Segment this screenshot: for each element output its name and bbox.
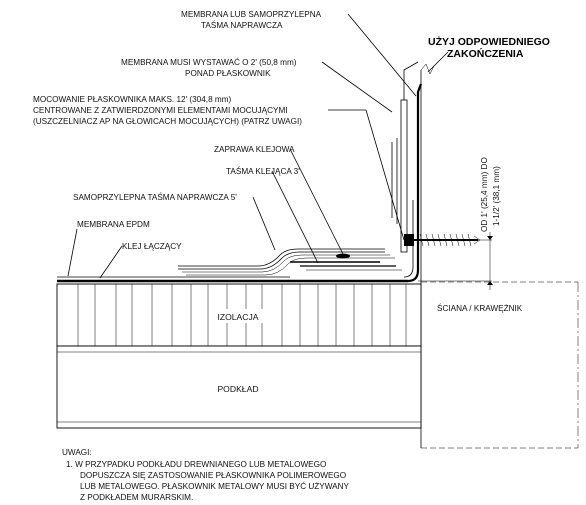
svg-text:(USZCZELNIACZ AP NA GŁOWICACH: (USZCZELNIACZ AP NA GŁOWICACH MOCUJĄCYCH… [33, 117, 302, 126]
wall-curb [420, 63, 579, 449]
svg-text:MEMBRANA MUSI WYSTAWAĆ O 2' (5: MEMBRANA MUSI WYSTAWAĆ O 2' (50,8 mm) [121, 57, 297, 67]
svg-text:PONAD PŁASKOWNIK: PONAD PŁASKOWNIK [185, 69, 271, 78]
termination-title: UŻYJ ODPOWIEDNIEGO ZAKOŃCZENIA [427, 35, 550, 73]
callout-membrane-extend: MEMBRANA MUSI WYSTAWAĆ O 2' (50,8 mm) PO… [121, 57, 393, 113]
callout-membrane-or-tape: MEMBRANA LUB SAMOPRZYLEPNA TAŚMA NAPRAWC… [181, 10, 417, 97]
callout-bar-fastening: MOCOWANIE PŁASKOWNIKA MAKS. 12' (304,8 m… [33, 95, 405, 241]
epdm-membrane [57, 83, 423, 283]
callout-bonding-adhesive: KLEJ ŁĄCZĄCY [99, 242, 182, 279]
callout-peel-stick-tape: SAMOPRZYLEPNA TAŚMA NAPRAWCZA 5' [73, 191, 276, 251]
svg-text:MEMBRANA LUB SAMOPRZYLEPNA: MEMBRANA LUB SAMOPRZYLEPNA [181, 10, 322, 19]
notes: UWAGI: 1. W PRZYPADKU PODKŁADU DREWNIANE… [62, 448, 350, 502]
svg-text:TAŚMA KLEJĄCA 3': TAŚMA KLEJĄCA 3' [226, 165, 300, 176]
note-line: DOPUSZCZA SIĘ ZASTOSOWANIE PŁASKOWNIKA P… [80, 471, 346, 480]
callout-seam-tape: TAŚMA KLEJĄCA 3' [226, 165, 319, 264]
title-line-2: ZAKOŃCZENIA [447, 47, 524, 60]
title-line-1: UŻYJ ODPOWIEDNIEGO [428, 35, 550, 48]
deck: PODKŁAD [56, 345, 422, 429]
insulation-board: IZOLACJA [56, 283, 422, 347]
dimension-callout: OD 1' (25,4 mm) DO 1-1/2' (38,1 mm) [418, 157, 501, 290]
svg-text:KLEJ ŁĄCZĄCY: KLEJ ŁĄCZĄCY [122, 242, 182, 251]
deck-label: PODKŁAD [217, 384, 258, 394]
dimension-line-2: 1-1/2' (38,1 mm) [492, 166, 501, 226]
callout-epdm: MEMBRANA EPDM [67, 220, 150, 277]
dimension-line-1: OD 1' (25,4 mm) DO [480, 157, 489, 232]
callout-lap-sealant: ZAPRAWA KLEJOWA [214, 145, 344, 255]
notes-heading: UWAGI: [62, 448, 92, 457]
peel-and-stick-flashing [178, 248, 402, 276]
note-line: Z PODKŁADEM MURARSKIM. [80, 493, 193, 502]
svg-text:CENTROWANE Z ZATWIERDZONYMI EL: CENTROWANE Z ZATWIERDZONYMI ELEMENTAMI M… [33, 106, 288, 115]
note-line: LUB METALOWEGO. PŁASKOWNIK METALOWY MUSI… [80, 481, 350, 491]
svg-text:MOCOWANIE PŁASKOWNIKA MAKS. 12: MOCOWANIE PŁASKOWNIKA MAKS. 12' (304,8 m… [33, 95, 232, 104]
svg-text:SAMOPRZYLEPNA TAŚMA NAPRAWCZA: SAMOPRZYLEPNA TAŚMA NAPRAWCZA 5' [73, 191, 237, 202]
svg-text:MEMBRANA EPDM: MEMBRANA EPDM [77, 220, 150, 229]
note-line: 1. W PRZYPADKU PODKŁADU DREWNIANEGO LUB … [66, 460, 326, 469]
svg-text:TAŚMA NAPRAWCZA: TAŚMA NAPRAWCZA [201, 19, 283, 30]
wall-label: ŚCIANA / KRAWĘŻNIK [437, 302, 523, 313]
svg-text:ZAPRAWA KLEJOWA: ZAPRAWA KLEJOWA [214, 145, 295, 154]
insulation-label: IZOLACJA [217, 312, 258, 322]
termination-bar [391, 61, 419, 253]
